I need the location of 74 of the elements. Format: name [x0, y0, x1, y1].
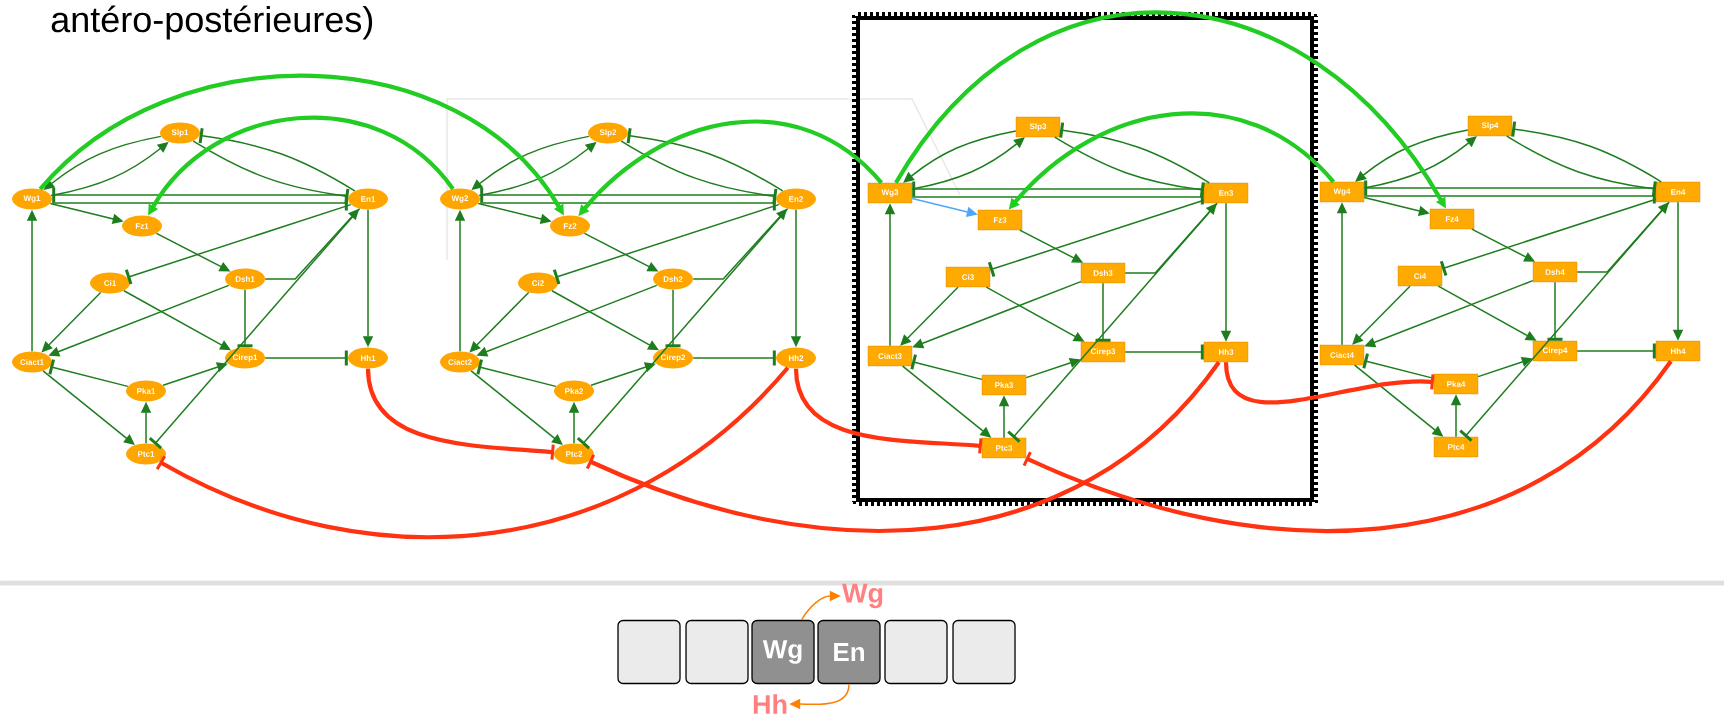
segment-box: Wg — [751, 619, 815, 685]
inhibition-line — [51, 195, 348, 211]
arrow — [42, 370, 135, 445]
inhibition-line — [626, 128, 784, 192]
gene-box: Pka4 — [1433, 373, 1479, 395]
inhibition-line — [910, 354, 983, 381]
inhibition-line — [264, 350, 348, 366]
inhibition-line — [1223, 361, 1435, 405]
inhibition-line — [1054, 136, 1205, 198]
inhibition-line — [793, 368, 983, 454]
arrow — [123, 290, 231, 351]
inhibition-line — [48, 359, 129, 388]
inhibition-line — [1506, 135, 1657, 197]
inhibition-line — [1022, 359, 1673, 534]
inhibition-line — [665, 288, 681, 348]
inhibition-line — [1124, 344, 1204, 360]
inhibition-line — [1059, 122, 1210, 184]
segment-box — [685, 619, 749, 685]
segment-box — [952, 619, 1016, 685]
gene-box: Ptc3 — [981, 437, 1027, 459]
inhibition-line — [1511, 121, 1662, 183]
inhibition-line — [912, 181, 1205, 197]
heading-text: antéro-postérieures) — [51, 5, 373, 40]
gene-box: Cirep4 — [1532, 340, 1578, 362]
gene-box: Slp4 — [1467, 115, 1513, 137]
gene-box: Ci3 — [945, 266, 991, 288]
segment-box — [617, 619, 681, 685]
gene-box: Ciact3 — [867, 345, 913, 367]
gene-label: Wg — [842, 583, 883, 609]
inhibition-line — [586, 360, 1221, 534]
segment-box: En — [817, 619, 881, 685]
arrow — [551, 290, 659, 351]
gene-box: Fz3 — [977, 209, 1023, 231]
arrow — [1355, 129, 1469, 182]
gene-box: Dsh3 — [1080, 262, 1126, 284]
gene-box: Dsh4 — [1532, 261, 1578, 283]
inhibition-line — [1364, 180, 1657, 196]
gene-box: Fz4 — [1429, 208, 1475, 230]
inhibition-line — [479, 195, 776, 211]
gene-box: En3 — [1203, 182, 1249, 204]
inhibition-line — [1095, 282, 1111, 342]
arrow — [470, 370, 563, 445]
gene-box: Ptc4 — [1433, 436, 1479, 458]
gene-box: Wg4 — [1319, 181, 1365, 203]
inhibition-line — [692, 350, 776, 366]
gene-box: Ci4 — [1397, 265, 1443, 287]
gene-box: Hh4 — [1655, 340, 1701, 362]
inhibition-line — [1459, 201, 1670, 442]
inhibition-line — [52, 187, 349, 203]
inhibition-line — [237, 288, 253, 348]
inhibition-line — [911, 189, 1204, 205]
gene-box: En4 — [1655, 181, 1701, 203]
inhibition-line — [1363, 188, 1656, 204]
inhibition-line — [365, 368, 555, 460]
inhibition-line — [1547, 281, 1563, 341]
gene-box: Ciact4 — [1319, 344, 1365, 366]
gene-box: Cirep3 — [1080, 341, 1126, 363]
arrow — [578, 119, 883, 216]
arrow — [903, 130, 1017, 183]
gene-box: Hh3 — [1203, 341, 1249, 363]
inhibition-line — [1576, 343, 1656, 359]
arrow — [900, 286, 959, 346]
inhibition-line — [480, 187, 777, 203]
arrow — [1576, 202, 1669, 273]
inhibition-line — [1007, 202, 1218, 443]
inhibition-line — [476, 359, 557, 388]
arrow — [1124, 203, 1217, 274]
arrow — [1352, 285, 1411, 345]
gene-box: Wg3 — [867, 182, 913, 204]
gene-label: Hh — [753, 694, 787, 714]
inhibition-line — [198, 128, 356, 192]
segment-box — [884, 619, 948, 685]
gene-box: Pka3 — [981, 374, 1027, 396]
gene-box: Slp3 — [1015, 116, 1061, 138]
